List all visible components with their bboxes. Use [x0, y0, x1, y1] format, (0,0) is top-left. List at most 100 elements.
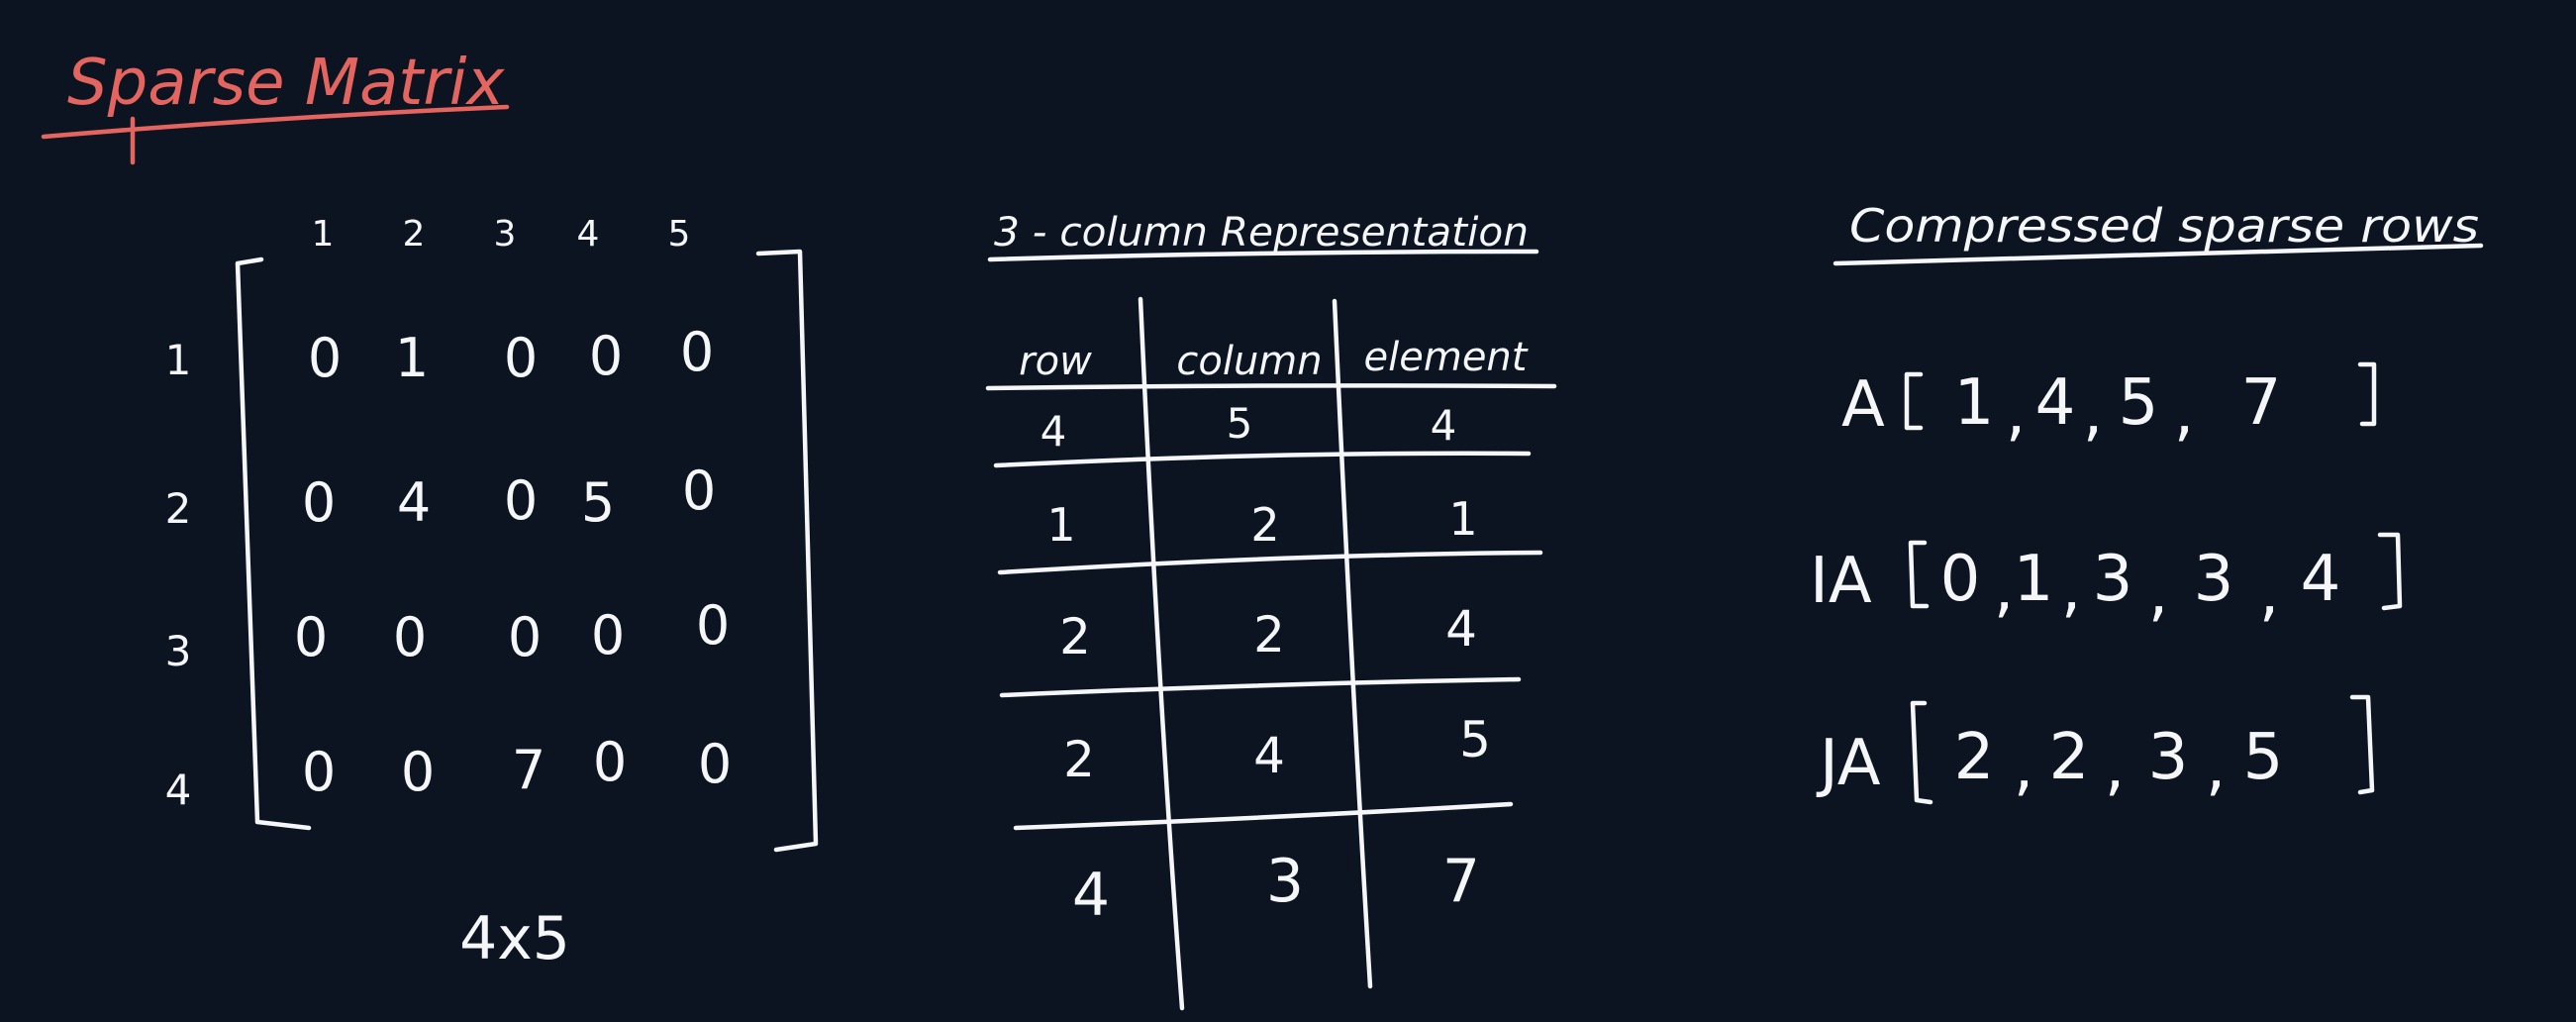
table-cell: 7	[1442, 847, 1480, 916]
csr-array-ja: JA 2 , 2 , 3 , 5	[1816, 694, 2375, 805]
csr-array-a: A 1 , 4 , 5 , 7	[1841, 361, 2377, 450]
matrix-cells: 0 1 0 0 0 0 4 0 5 0 0 0 0 0 0 0 0 7 0 0	[294, 321, 732, 803]
csr-separator: ,	[2061, 553, 2081, 626]
matrix-cell: 0	[294, 606, 328, 668]
csr-value: 3	[2148, 721, 2189, 794]
csr-open-bracket	[1908, 540, 1930, 609]
table-row: 4 5 4	[1040, 399, 1457, 456]
table-line-horizontal	[1013, 801, 1514, 831]
csr-open-bracket	[1910, 700, 1933, 805]
matrix-cell: 0	[682, 460, 716, 522]
table-cell: 2	[1250, 498, 1279, 552]
table-row: 2 4 5	[1063, 711, 1491, 788]
table-cell: 4	[1253, 727, 1285, 784]
table-line-horizontal	[997, 550, 1543, 575]
matrix-cell: 1	[395, 327, 429, 389]
three-column-rows: 4 5 4 1 2 1 2 2 4 2 4 5 4 3 7	[1040, 399, 1491, 930]
csr-separator: ,	[2083, 376, 2103, 450]
table-cell: 1	[1046, 498, 1075, 552]
csr-value: 3	[2194, 543, 2234, 616]
table-line-horizontal	[999, 676, 1522, 698]
table-cell: 4	[1445, 600, 1477, 658]
table-cell: 4	[1072, 861, 1110, 930]
csr-value: 5	[2119, 366, 2159, 440]
csr-array-name: JA	[1816, 727, 1881, 800]
matrix-column-label: 4	[577, 214, 600, 255]
matrix-cell: 0	[680, 321, 714, 383]
matrix-cell: 0	[593, 731, 627, 793]
three-column-heading: 3 - column Representation	[994, 210, 1529, 256]
table-row: 1 2 1	[1046, 492, 1477, 552]
matrix-cell: 0	[698, 733, 732, 795]
matrix-cell: 0	[393, 606, 427, 668]
matrix-column-label: 1	[312, 214, 335, 255]
matrix-column-label: 2	[403, 214, 426, 255]
csr-array-name: A	[1841, 368, 1885, 442]
table-cell: 1	[1448, 492, 1477, 546]
csr-array-name: IA	[1810, 545, 1872, 618]
csr-value: 7	[2241, 366, 2282, 440]
table-header: row	[1019, 339, 1092, 384]
table-cell: 2	[1063, 731, 1095, 788]
table-cell: 5	[1227, 399, 1253, 448]
csr-value: 5	[2243, 721, 2284, 794]
three-column-headers: row column element	[1019, 335, 1529, 384]
matrix-cell: 0	[591, 604, 625, 666]
matrix-column-labels: 1 2 3 4 5	[312, 214, 691, 255]
csr-value: 2	[2049, 721, 2090, 794]
matrix-cell: 4	[397, 471, 431, 534]
table-cell: 3	[1266, 847, 1304, 916]
csr-value: 4	[2035, 366, 2076, 440]
matrix-row-label: 4	[165, 766, 192, 814]
csr-value: 4	[2301, 543, 2341, 616]
csr-value: 3	[2093, 543, 2133, 616]
csr-value: 2	[1954, 721, 1995, 794]
table-cell: 5	[1459, 711, 1491, 768]
csr-value: 1	[2014, 543, 2054, 616]
matrix-cell: 7	[512, 739, 545, 801]
csr-value: 0	[1940, 543, 1981, 616]
table-line-vertical	[1332, 298, 1373, 989]
matrix-cell: 0	[589, 325, 623, 387]
three-column-section: 3 - column Representation row column ele…	[985, 210, 1557, 1011]
matrix-cell: 0	[696, 594, 730, 657]
csr-heading-underline	[1833, 243, 2484, 266]
matrix-cell: 0	[504, 327, 538, 389]
table-line-horizontal	[993, 451, 1532, 468]
matrix-row-label: 3	[165, 627, 192, 675]
table-row: 4 3 7	[1072, 847, 1480, 930]
csr-separator: ,	[2259, 557, 2279, 630]
matrix-row-label: 1	[165, 336, 192, 384]
page-title: Sparse Matrix	[67, 47, 505, 120]
matrix-cell: 0	[302, 471, 336, 534]
matrix-column-label: 5	[668, 214, 691, 255]
matrix-column-label: 3	[494, 214, 517, 255]
csr-open-bracket	[1904, 371, 1924, 431]
csr-array-ia: IA 0 , 1 , 3 , 3 , 4	[1810, 532, 2403, 630]
table-header: element	[1364, 335, 1529, 380]
csr-separator: ,	[2006, 376, 2026, 450]
csr-heading: Compressed sparse rows	[1849, 199, 2479, 253]
matrix-cell: 0	[508, 606, 542, 668]
csr-close-bracket	[2349, 694, 2375, 795]
csr-separator: ,	[2105, 731, 2125, 804]
table-cell: 4	[1040, 407, 1067, 456]
matrix-row-label: 2	[165, 484, 192, 533]
matrix-cell: 0	[504, 469, 538, 532]
table-row: 2 2 4	[1059, 600, 1477, 665]
table-cell: 2	[1059, 608, 1091, 665]
matrix-left-bracket	[235, 256, 312, 831]
table-cell: 2	[1253, 606, 1285, 664]
matrix-cell: 0	[302, 741, 336, 803]
csr-separator: ,	[2206, 731, 2226, 804]
title-underline	[41, 104, 510, 140]
csr-close-bracket	[2377, 532, 2403, 611]
table-line-vertical	[1138, 296, 1185, 1011]
table-header: column	[1176, 339, 1322, 384]
matrix-section: 1 2 3 4 5 1 2 3 4 0 1 0 0 0 0 4 0 5 0	[165, 214, 819, 973]
csr-close-bracket	[2357, 361, 2377, 427]
csr-section: Compressed sparse rows A 1 , 4 , 5 , 7 I…	[1810, 199, 2484, 805]
matrix-row-labels: 1 2 3 4	[165, 336, 192, 814]
table-line-horizontal	[985, 383, 1557, 391]
csr-separator: ,	[1994, 553, 2014, 626]
